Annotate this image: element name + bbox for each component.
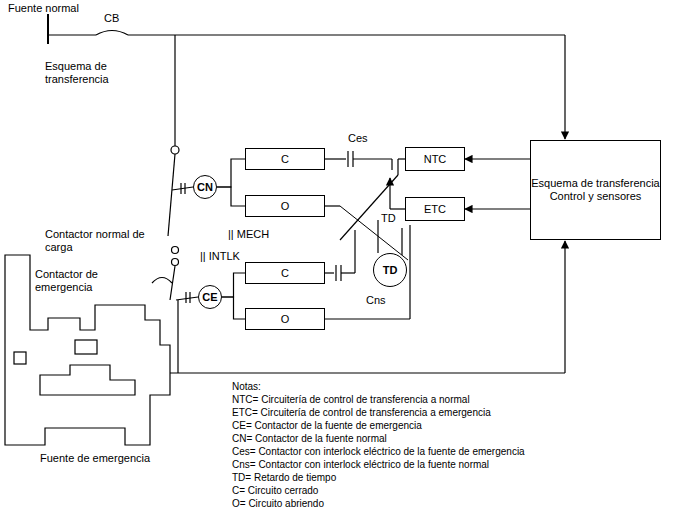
part-label: Esquema de transferencia — [45, 60, 135, 86]
node-text: CN — [197, 181, 213, 194]
part-label: Fuente normal — [8, 2, 79, 15]
control-box: O — [245, 195, 325, 217]
connector — [222, 297, 245, 319]
connector — [217, 159, 245, 187]
note-line: O= Circuito abriendo — [232, 497, 324, 510]
note-line: C= Circuito cerrado — [232, 484, 318, 497]
part-label: || MECH — [228, 228, 269, 241]
part-label: Contactor normal de carga — [45, 228, 160, 254]
node-text: C — [281, 153, 289, 166]
part-label: Contactor de emergencia — [35, 268, 115, 294]
control-box: Esquema de transferencia Control y senso… — [530, 140, 661, 240]
connector — [222, 273, 245, 297]
part-label: Ces — [348, 132, 368, 145]
node-text: C — [281, 267, 289, 280]
node-text: Esquema de transferencia Control y senso… — [531, 177, 660, 203]
contactor-coil: CE — [198, 285, 222, 309]
node-text: O — [281, 313, 290, 326]
note-line: Cns= Contactor con interlock eléctrico d… — [232, 458, 489, 471]
node-text: NTC — [424, 153, 447, 166]
part-label: || INTLK — [200, 250, 240, 263]
note-line: Ces= Contactor con interlock eléctrico d… — [232, 445, 525, 458]
node-text: ETC — [424, 203, 446, 216]
note-line: CN= Contactor de la fuente normal — [232, 432, 387, 445]
control-box: NTC — [405, 147, 465, 171]
note-line: NTC= Circuitería de control de transfere… — [232, 393, 470, 406]
part-label: Fuente de emergencia — [40, 452, 150, 465]
node-text: TD — [383, 264, 398, 277]
node-text: O — [281, 200, 290, 213]
part-label: TD — [381, 212, 396, 225]
connector — [465, 208, 530, 209]
part-label: CB — [104, 12, 119, 25]
note-line: Notas: — [232, 380, 261, 393]
connector — [465, 158, 530, 159]
contactor-coil: CN — [193, 175, 217, 199]
note-line: TD= Retardo de tiempo — [232, 471, 336, 484]
control-box: ETC — [405, 197, 465, 221]
control-box: C — [245, 262, 325, 284]
connector — [217, 187, 245, 206]
control-box: C — [245, 148, 325, 170]
note-line: ETC= Circuitería de control de transfere… — [232, 406, 491, 419]
control-box: O — [245, 308, 325, 330]
node-text: CE — [202, 291, 217, 304]
contactor-coil: TD — [373, 253, 407, 287]
part-label: Cns — [366, 294, 386, 307]
note-line: CE= Contactor de la fuente de emergencia — [232, 419, 422, 432]
